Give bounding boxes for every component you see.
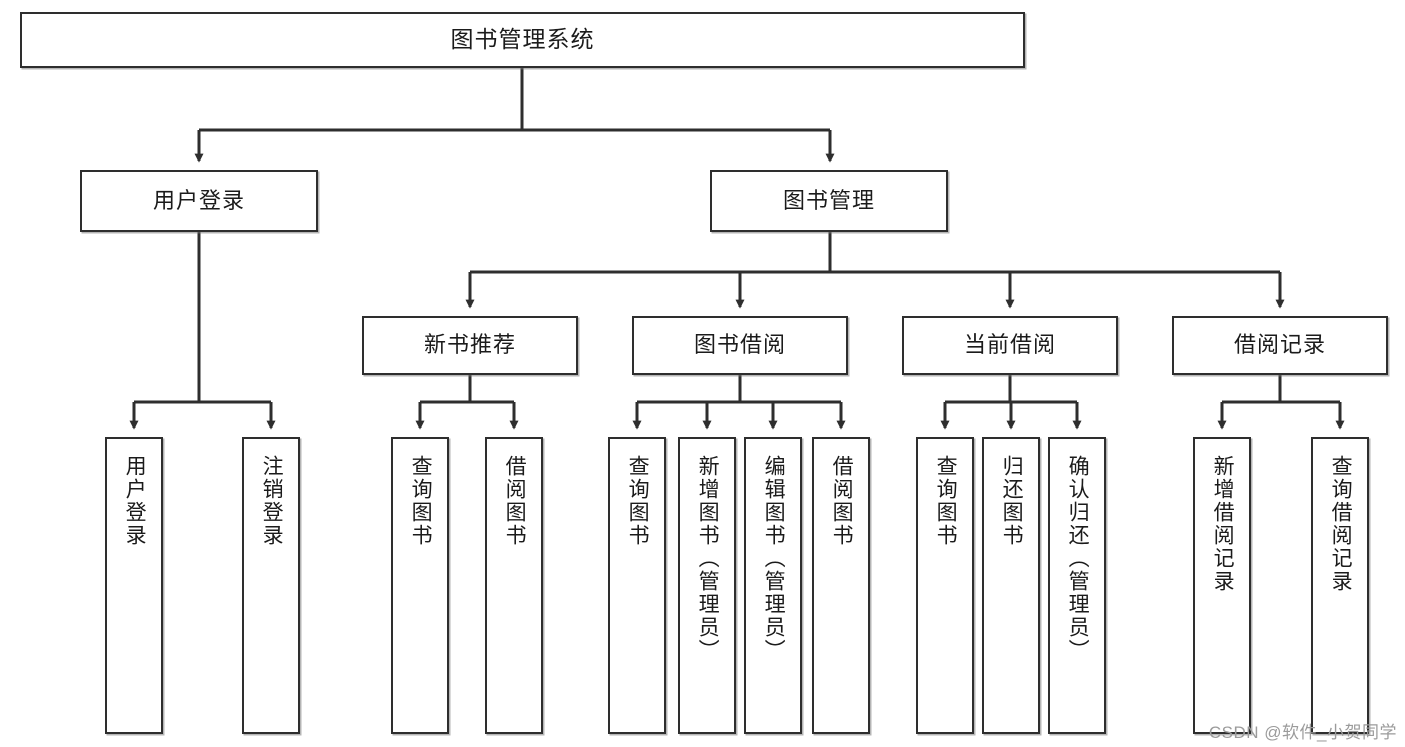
node-book-borrowing[interactable]: 图书借阅 <box>632 316 848 375</box>
leaf-label: 查询图书 <box>409 455 433 547</box>
leaf-label: 借阅图书 <box>830 455 854 547</box>
leaf-confirm-return-admin[interactable]: 确认归还（管理员） <box>1048 437 1106 734</box>
leaf-query-books-current[interactable]: 查询图书 <box>916 437 974 734</box>
leaf-add-borrow-record[interactable]: 新增借阅记录 <box>1193 437 1251 734</box>
leaf-label: 查询借阅记录 <box>1329 455 1353 593</box>
leaf-label: 新增图书（管理员） <box>696 455 720 662</box>
leaf-label: 查询图书 <box>934 455 958 547</box>
leaf-label: 归还图书 <box>1000 455 1024 547</box>
leaf-edit-book-admin[interactable]: 编辑图书（管理员） <box>744 437 802 734</box>
leaf-label: 注销登录 <box>260 455 284 547</box>
leaf-label: 用户登录 <box>123 455 147 547</box>
node-current-borrowing[interactable]: 当前借阅 <box>902 316 1118 375</box>
leaf-borrow-books-recommend[interactable]: 借阅图书 <box>485 437 543 734</box>
leaf-query-books-borrow[interactable]: 查询图书 <box>608 437 666 734</box>
leaf-return-books[interactable]: 归还图书 <box>982 437 1040 734</box>
node-new-book-recommendation[interactable]: 新书推荐 <box>362 316 578 375</box>
node-user-login[interactable]: 用户登录 <box>80 170 318 232</box>
leaf-label: 新增借阅记录 <box>1211 455 1235 593</box>
node-root-book-management-system[interactable]: 图书管理系统 <box>20 12 1025 68</box>
csdn-watermark: CSDN @软件_小贺同学 <box>1208 723 1397 742</box>
leaf-logout[interactable]: 注销登录 <box>242 437 300 734</box>
leaf-add-book-admin[interactable]: 新增图书（管理员） <box>678 437 736 734</box>
leaf-borrow-books[interactable]: 借阅图书 <box>812 437 870 734</box>
node-book-management[interactable]: 图书管理 <box>710 170 948 232</box>
node-borrowing-records[interactable]: 借阅记录 <box>1172 316 1388 375</box>
leaf-label: 借阅图书 <box>503 455 527 547</box>
leaf-label: 查询图书 <box>626 455 650 547</box>
leaf-query-books-recommend[interactable]: 查询图书 <box>391 437 449 734</box>
leaf-label: 编辑图书（管理员） <box>762 455 786 662</box>
leaf-query-borrow-record[interactable]: 查询借阅记录 <box>1311 437 1369 734</box>
leaf-user-login[interactable]: 用户登录 <box>105 437 163 734</box>
leaf-label: 确认归还（管理员） <box>1066 455 1090 662</box>
